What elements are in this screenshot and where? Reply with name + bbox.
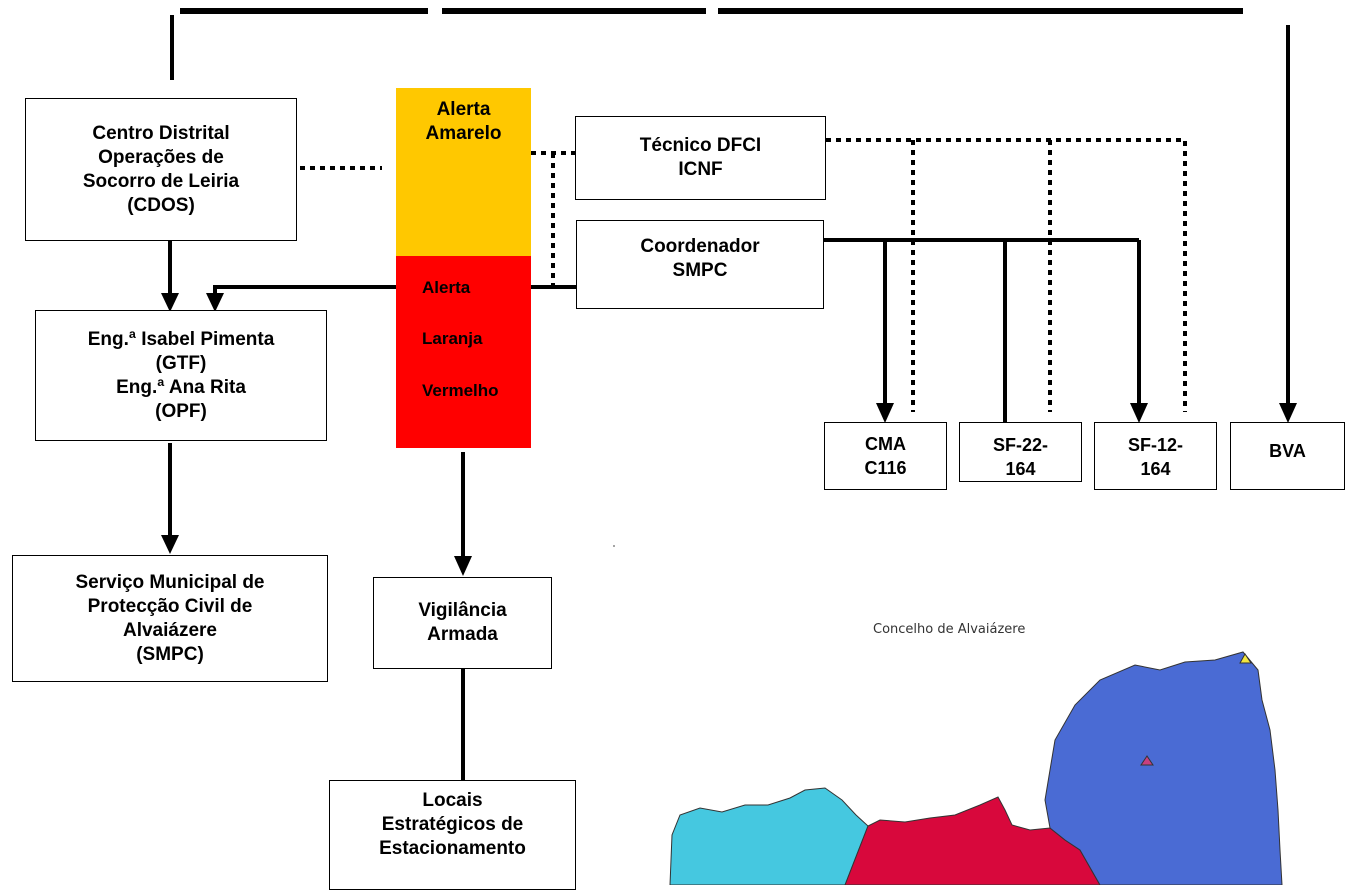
alert-yellow-line1: Alerta [436, 99, 491, 120]
coordenador-line1: Coordenador [640, 236, 760, 257]
cma-line1: CMA [865, 434, 906, 454]
smpc-service-line3: Alvaiázere [122, 619, 217, 641]
cdos-box: Centro Distrital Operações de Socorro de… [25, 98, 297, 241]
eng-line4: (OPF) [155, 400, 207, 422]
smpc-service-box: Serviço Municipal de Protecção Civil de … [12, 555, 328, 682]
smpc-service-line4: (SMPC) [136, 643, 204, 665]
locais-box: Locais Estratégicos de Estacionamento [329, 780, 576, 890]
locais-line1: Locais [422, 790, 483, 811]
tecnico-box: Técnico DFCI ICNF [575, 116, 826, 200]
smpc-service-line2: Protecção Civil de [87, 595, 253, 617]
cdos-line4: (CDOS) [127, 194, 195, 216]
locais-line2: Estratégicos de [381, 814, 524, 835]
sf22-line1: SF-22- [992, 435, 1048, 455]
eng-line2: (GTF) [155, 352, 207, 374]
map-title: Concelho de Alvaiázere [873, 622, 1026, 637]
cma-line2: C116 [864, 458, 907, 478]
alert-red-line2: Laranja [422, 329, 483, 348]
vigilancia-box: Vigilância Armada [373, 577, 552, 669]
tecnico-line2: ICNF [678, 159, 723, 180]
sf12-line1: SF-12- [1127, 435, 1183, 455]
eng-line3: Eng.ª Ana Rita [116, 376, 246, 398]
sf22-line2: 164 [1005, 459, 1036, 479]
coordenador-box: Coordenador SMPC [576, 220, 824, 309]
eng-line1: Eng.ª Isabel Pimenta [87, 328, 275, 350]
bva-line1: BVA [1269, 441, 1306, 461]
alert-red-line3: Vermelho [422, 381, 499, 400]
locais-line3: Estacionamento [379, 838, 526, 859]
alert-red-line1: Alerta [422, 278, 471, 297]
tecnico-line1: Técnico DFCI [639, 135, 762, 156]
bva-box: BVA [1230, 422, 1345, 490]
cdos-line3: Socorro de Leiria [82, 170, 240, 192]
sf12-box: SF-12- 164 [1094, 422, 1217, 490]
alert-yellow-block: Alerta Amarelo [396, 88, 531, 256]
cma-box: CMA C116 [824, 422, 947, 490]
sf12-line2: 164 [1140, 459, 1171, 479]
vigilancia-line2: Armada [427, 624, 498, 645]
eng-box: Eng.ª Isabel Pimenta (GTF) Eng.ª Ana Rit… [35, 310, 327, 441]
alert-red-block: Alerta Laranja Vermelho [396, 256, 531, 448]
cdos-line1: Centro Distrital [92, 122, 230, 144]
coordenador-line2: SMPC [672, 260, 728, 281]
cdos-line2: Operações de [98, 146, 224, 168]
smpc-service-line1: Serviço Municipal de [75, 571, 265, 593]
alert-yellow-line2: Amarelo [425, 123, 502, 144]
sf22-box: SF-22- 164 [959, 422, 1082, 482]
vigilancia-line1: Vigilância [418, 600, 507, 621]
